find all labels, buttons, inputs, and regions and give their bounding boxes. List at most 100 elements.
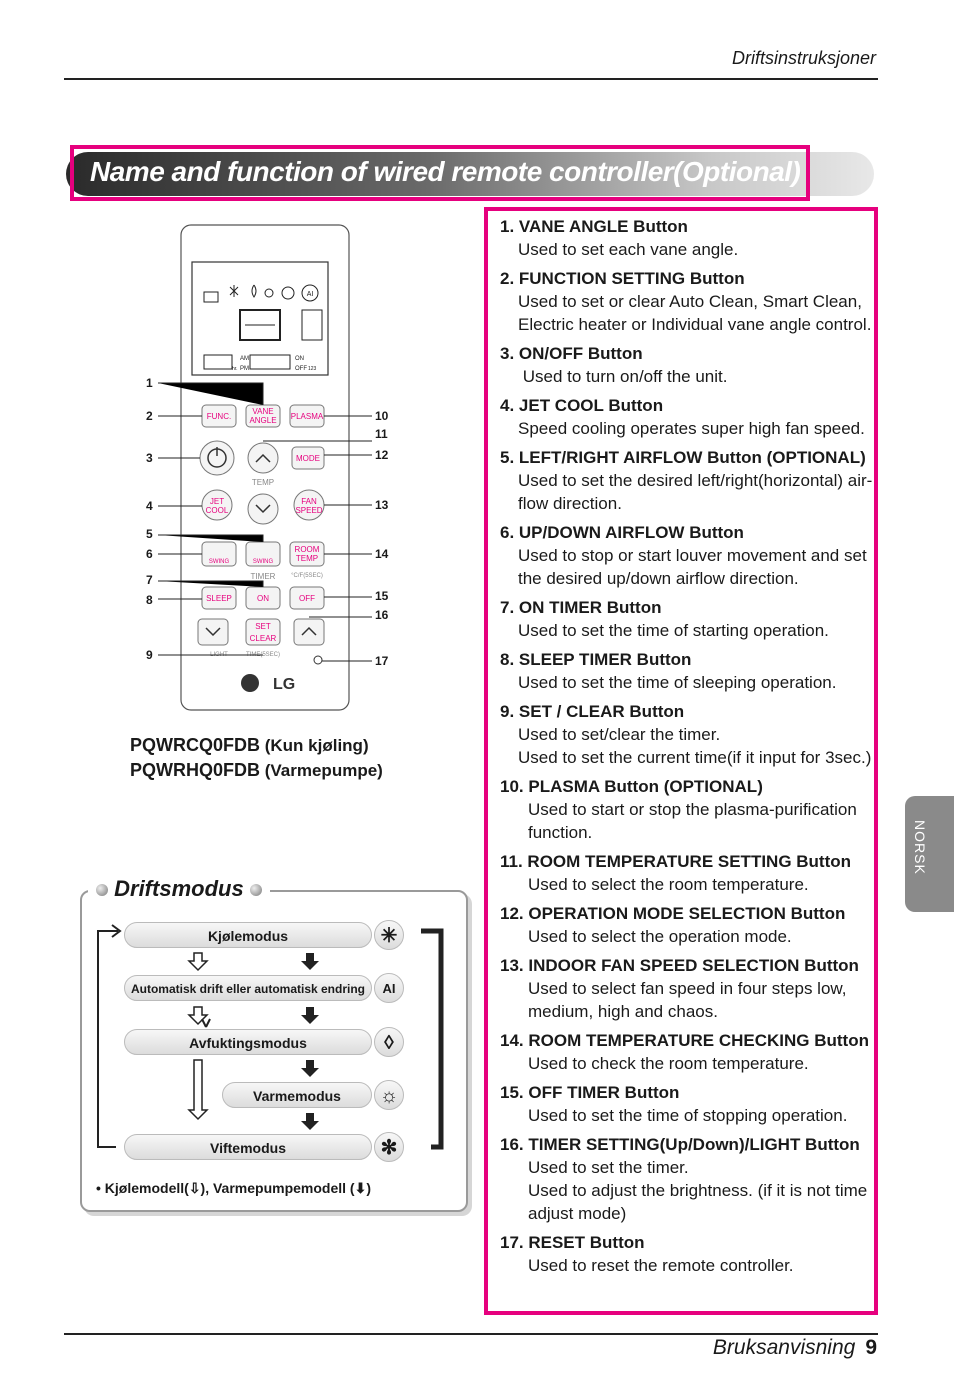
function-item-description: the desired up/down airflow direction. — [518, 569, 799, 588]
function-item-description: Used to set the time of sleeping operati… — [518, 673, 837, 692]
cf-label: °C/F(5SEC) — [291, 573, 323, 579]
note-suffix: ) — [366, 1180, 371, 1196]
function-item: 10. PLASMA Button (OPTIONAL)Used to star… — [500, 775, 872, 844]
callout-11: 11 — [375, 427, 388, 441]
callout-17: 17 — [375, 654, 389, 668]
fan-button-label-2: SPEED — [295, 506, 322, 515]
function-item-description: Used to turn on/off the unit. — [518, 367, 728, 386]
room-button-label-1: ROOM — [295, 545, 320, 554]
title-bar — [66, 152, 874, 196]
function-item-heading: 8. SLEEP TIMER Button — [500, 650, 692, 669]
model-1-desc: (Kun kjøling) — [264, 736, 369, 755]
mode-flow-arrows — [97, 924, 444, 1150]
callout-12: 12 — [375, 448, 389, 462]
callout-10: 10 — [375, 409, 389, 423]
function-item-description: Used to reset the remote controller. — [528, 1256, 794, 1275]
callout-9: 9 — [146, 648, 153, 662]
function-item-heading: 15. OFF TIMER Button — [500, 1083, 680, 1102]
function-item-description: Used to set the desired left/right(horiz… — [518, 471, 873, 490]
function-item-heading: 10. PLASMA Button (OPTIONAL) — [500, 777, 763, 796]
function-item-heading: 2. FUNCTION SETTING Button — [500, 269, 745, 288]
function-item-description: Speed cooling operates super high fan sp… — [518, 419, 865, 438]
callout-16: 16 — [375, 608, 389, 622]
mode-auto: Automatisk drift eller automatisk endrin… — [124, 975, 372, 1001]
model-names: PQWRCQ0FDB (Kun kjøling) PQWRHQ0FDB (Var… — [130, 733, 383, 783]
function-item-description: Used to set or clear Auto Clean, Smart C… — [518, 292, 862, 311]
function-item-description: Used to set each vane angle. — [518, 240, 739, 259]
function-item-description: Used to set the timer. — [528, 1158, 689, 1177]
fan-button-label-1: FAN — [301, 497, 317, 506]
mode-heat: Varmemodus — [222, 1082, 372, 1108]
func-button-label: FUNC. — [207, 412, 231, 421]
sun-icon: ☼ — [374, 1080, 404, 1110]
droplet-icon: ◊ — [374, 1027, 404, 1057]
function-item-heading: 5. LEFT/RIGHT AIRFLOW Button (OPTIONAL) — [500, 448, 866, 467]
callout-14: 14 — [375, 547, 389, 561]
mode-dry: Avfuktingsmodus — [124, 1029, 372, 1055]
callout-8: 8 — [146, 593, 153, 607]
language-tab-label: NORSK — [912, 820, 928, 875]
mode-cooling: Kjølemodus — [124, 922, 372, 948]
function-item-description: medium, high and chaos. — [528, 1002, 718, 1021]
function-item-heading: 6. UP/DOWN AIRFLOW Button — [500, 523, 744, 542]
function-item-heading: 9. SET / CLEAR Button — [500, 702, 685, 721]
swing-ud-label: SWING — [253, 559, 274, 565]
bottom-rule — [64, 1333, 878, 1335]
off-button-label: OFF — [299, 594, 315, 603]
language-tab — [905, 796, 954, 912]
solid-arrow-icons — [301, 953, 319, 1130]
callout-4: 4 — [146, 499, 153, 513]
callout-6: 6 — [146, 547, 153, 561]
callout-15: 15 — [375, 589, 389, 603]
jet-button-label-1: JET — [210, 497, 224, 506]
function-item-description: Used to check the room temperature. — [528, 1054, 809, 1073]
function-item-heading: 4. JET COOL Button — [500, 396, 664, 415]
mode-button-label: MODE — [296, 454, 320, 463]
function-item-description: Used to select fan speed in four steps l… — [528, 979, 847, 998]
page-number: 9 — [865, 1336, 877, 1359]
function-item-heading: 1. VANE ANGLE Button — [500, 217, 688, 236]
function-item-description: Used to stop or start louver movement an… — [518, 546, 867, 565]
timer-label: TIMER — [251, 572, 276, 581]
snowflake-icon: ✳ — [374, 920, 404, 950]
set-button-label: SET — [255, 622, 271, 631]
function-item-heading: 16. TIMER SETTING(Up/Down)/LIGHT Button — [500, 1135, 860, 1154]
function-item-description: flow direction. — [518, 494, 622, 513]
model-2-code: PQWRHQ0FDB — [130, 760, 260, 780]
clear-button-label: CLEAR — [250, 634, 277, 643]
fan-icon: ✻ — [374, 1132, 404, 1162]
plasma-button-label: PLASMA — [291, 412, 324, 421]
vane-button-label-2: ANGLE — [249, 416, 276, 425]
callout-3: 3 — [146, 451, 153, 465]
function-list-highlight — [484, 207, 878, 1315]
solid-arrow-icon: ⬇ — [354, 1180, 367, 1196]
page-title: Name and function of wired remote contro… — [90, 156, 801, 187]
section-header: Driftsinstruksjoner — [731, 48, 876, 68]
operation-mode-title: Driftsmodus — [88, 876, 270, 902]
title-highlight — [70, 145, 810, 201]
top-rule — [64, 78, 878, 80]
remote-controller-illustration: AI AM PM ON OFF hr. 123 FUNC. VANE ANGLE — [158, 224, 372, 711]
ai-icon: AI — [374, 973, 404, 1003]
swing-lr-label: SWING — [209, 559, 230, 565]
operation-mode-heading: Driftsmodus — [114, 876, 244, 901]
lcd-off: OFF — [295, 366, 307, 372]
callout-7: 7 — [146, 573, 153, 587]
function-item-description: Used to adjust the brightness. (if it is… — [528, 1181, 868, 1200]
function-item-heading: 17. RESET Button — [500, 1233, 645, 1252]
model-note: • Kjølemodell(⇩), Varmepumpemodell (⬇) — [96, 1180, 371, 1197]
on-button-label: ON — [257, 594, 269, 603]
callout-2: 2 — [146, 409, 153, 423]
